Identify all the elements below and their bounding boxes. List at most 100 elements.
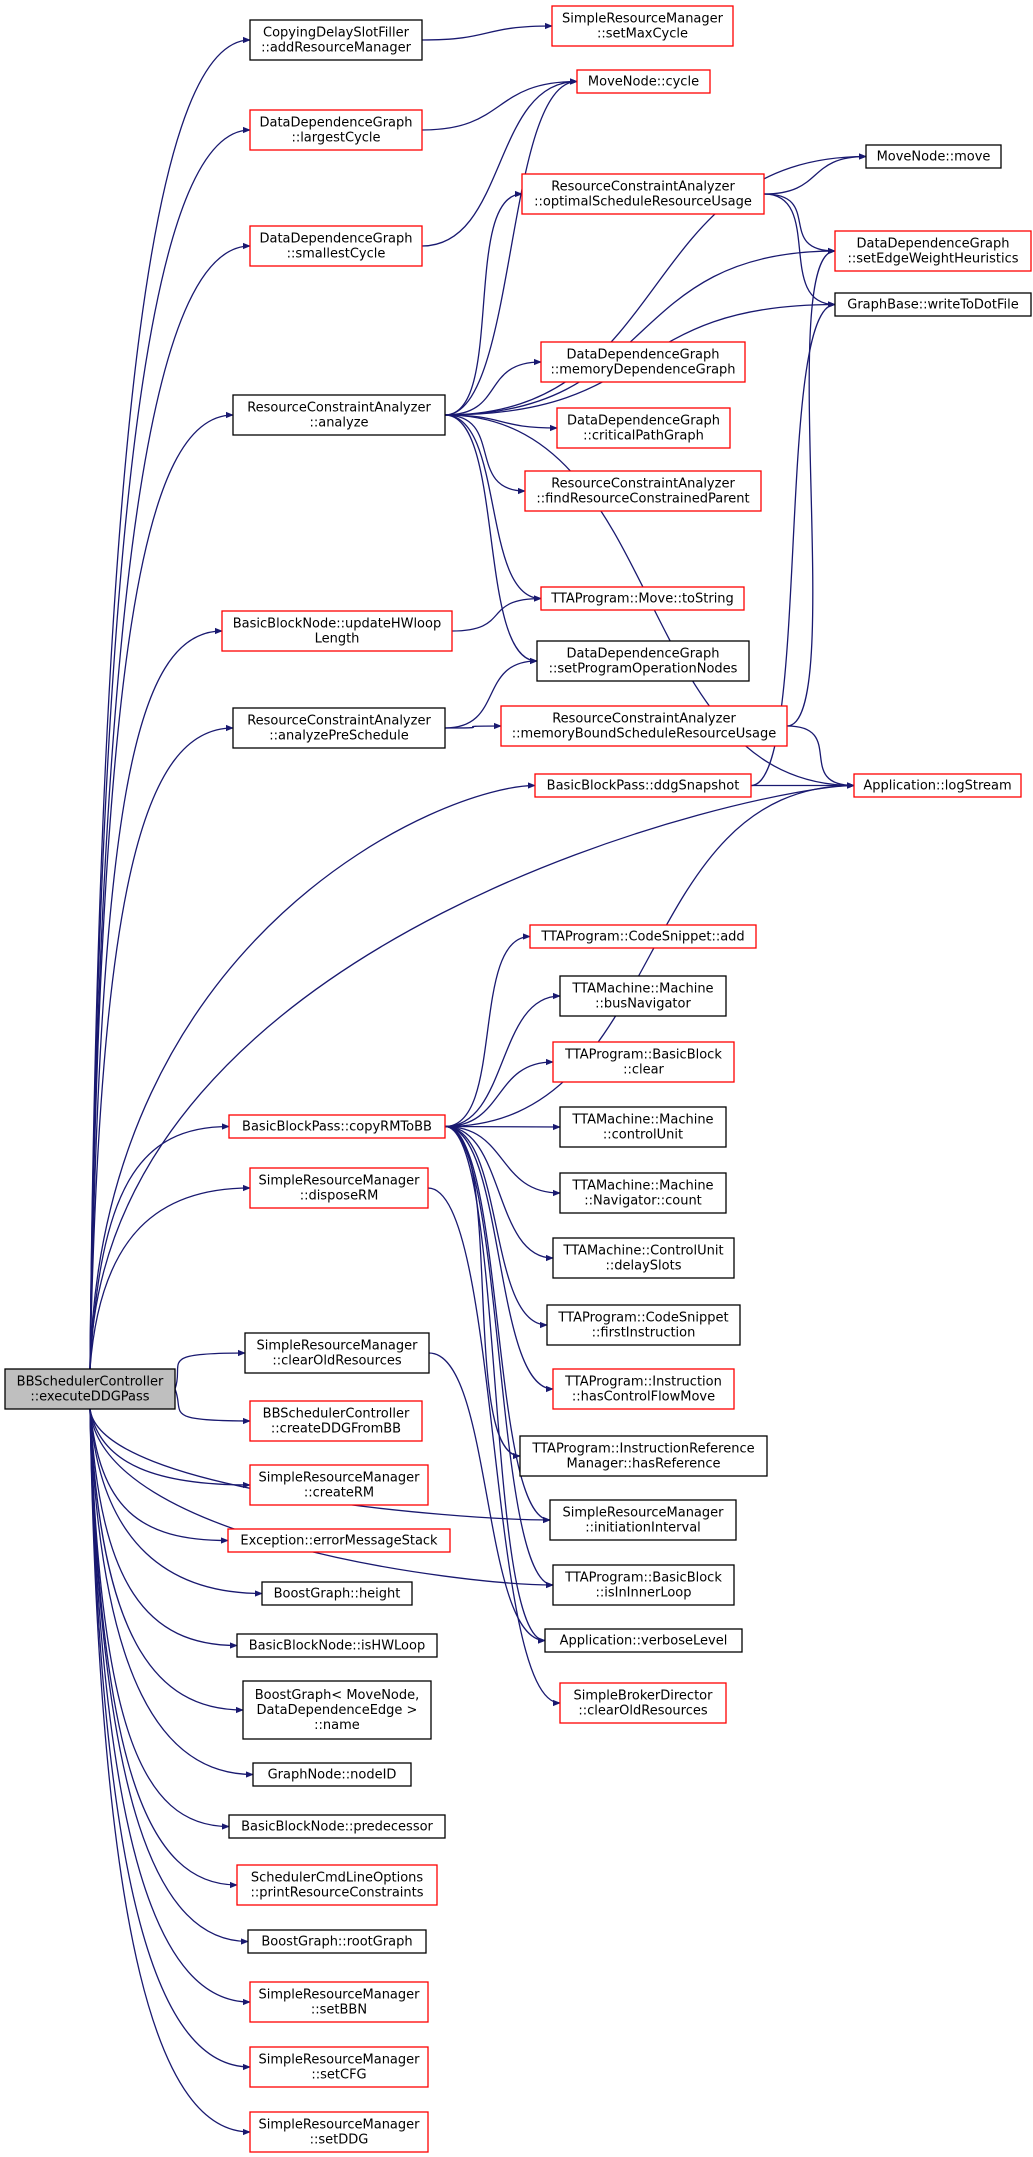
node-root[interactable]: BBSchedulerController::executeDDGPass — [4, 1368, 176, 1410]
node-bus-nav[interactable]: TTAMachine::Machine::busNavigator — [559, 975, 727, 1017]
node-label: ::optimalScheduleResourceUsage — [534, 195, 752, 210]
node-set-edge-weight[interactable]: DataDependenceGraph::setEdgeWeightHeuris… — [834, 230, 1032, 272]
node-bg-name[interactable]: BoostGraph< MoveNode,DataDependenceEdge … — [242, 1680, 432, 1740]
edge-path — [444, 1058, 554, 1128]
edge-path — [174, 1388, 251, 1425]
edge-path — [444, 782, 855, 1128]
node-largest-cycle[interactable]: DataDependenceGraph::largestCycle — [249, 109, 423, 151]
node-label: ::firstInstruction — [592, 1326, 696, 1341]
node-first-instr[interactable]: TTAProgram::CodeSnippet::firstInstructio… — [546, 1304, 741, 1346]
node-set-max-cycle[interactable]: SimpleResourceManager::setMaxCycle — [551, 5, 734, 47]
node-box — [228, 1114, 446, 1139]
node-label: DataDependenceGraph — [856, 237, 1009, 252]
edge-path — [89, 1408, 238, 1649]
edge-path — [444, 1125, 554, 1393]
node-has-ref[interactable]: TTAProgram::InstructionReferenceManager:… — [519, 1435, 768, 1477]
node-nav-count[interactable]: TTAMachine::Machine::Navigator::count — [559, 1172, 727, 1214]
node-box — [236, 1633, 438, 1658]
node-crit-path[interactable]: DataDependenceGraph::criticalPathGraph — [556, 407, 731, 449]
node-rca-analyze[interactable]: ResourceConstraintAnalyzer::analyze — [232, 394, 446, 436]
node-has-cfm[interactable]: TTAProgram::Instruction::hasControlFlowM… — [552, 1368, 735, 1410]
node-bb-clear[interactable]: TTAProgram::BasicBlock::clear — [552, 1041, 735, 1083]
node-label: SimpleBrokerDirector — [574, 1689, 714, 1704]
node-pred[interactable]: BasicBlockNode::predecessor — [228, 1814, 446, 1839]
node-label: BoostGraph::rootGraph — [261, 1935, 412, 1950]
node-print-rc[interactable]: SchedulerCmdLineOptions::printResourceCo… — [236, 1864, 438, 1906]
node-box — [559, 975, 727, 1017]
edge-path — [444, 78, 578, 416]
edge-path — [444, 247, 836, 416]
node-label: BBSchedulerController — [263, 1407, 410, 1422]
node-root-graph[interactable]: BoostGraph::rootGraph — [247, 1929, 427, 1954]
edge-path — [444, 722, 502, 730]
nodes-layer: BBSchedulerController::executeDDGPass Cop… — [4, 5, 1032, 2153]
node-label: TTAProgram::CodeSnippet — [557, 1311, 728, 1326]
node-box — [247, 1929, 427, 1954]
node-set-bbn[interactable]: SimpleResourceManager::setBBN — [249, 1981, 429, 2023]
node-mem-bound[interactable]: ResourceConstraintAnalyzer::memoryBoundS… — [500, 705, 788, 747]
node-delay-slots[interactable]: TTAMachine::ControlUnit::delaySlots — [552, 1237, 735, 1279]
node-verbose[interactable]: Application::verboseLevel — [544, 1628, 743, 1653]
node-box — [540, 586, 745, 611]
node-rca-pre[interactable]: ResourceConstraintAnalyzer::analyzePreSc… — [232, 707, 446, 749]
node-box — [232, 394, 446, 436]
edge-optimal-to-write-dot — [763, 193, 836, 308]
node-find-rc[interactable]: ResourceConstraintAnalyzer::findResource… — [524, 470, 762, 512]
node-box — [834, 292, 1032, 317]
node-label: Application::logStream — [863, 779, 1011, 794]
node-box — [249, 1400, 423, 1442]
node-box — [519, 1435, 768, 1477]
node-write-dot[interactable]: GraphBase::writeToDotFile — [834, 292, 1032, 317]
node-dispose-rm[interactable]: SimpleResourceManager::disposeRM — [249, 1167, 429, 1209]
node-label: ::createDDGFromBB — [271, 1422, 401, 1437]
node-set-ddg[interactable]: SimpleResourceManager::setDDG — [249, 2111, 429, 2153]
node-broker-clear[interactable]: SimpleBrokerDirector::clearOldResources — [559, 1682, 727, 1724]
edge-root-to-set-cfg — [89, 1408, 251, 2071]
node-label: ::memoryDependenceGraph — [550, 363, 735, 378]
edge-path — [444, 933, 531, 1128]
edge-path — [89, 36, 251, 1370]
node-node-id[interactable]: GraphNode::nodeID — [252, 1762, 412, 1787]
node-copy-delay[interactable]: CopyingDelaySlotFiller::addResourceManag… — [249, 19, 423, 61]
node-clear-old[interactable]: SimpleResourceManager::clearOldResources — [244, 1332, 430, 1374]
node-log-stream[interactable]: Application::logStream — [853, 773, 1022, 798]
edge-mem-bound-to-set-edge-weight — [786, 247, 836, 727]
edge-root-to-err-stack — [89, 1408, 229, 1544]
node-move-cycle[interactable]: MoveNode::cycle — [576, 69, 711, 94]
edge-root-to-clear-old — [174, 1349, 246, 1390]
node-init-int[interactable]: SimpleResourceManager::initiationInterva… — [549, 1499, 737, 1541]
node-box — [546, 1304, 741, 1346]
node-set-cfg[interactable]: SimpleResourceManager::setCFG — [249, 2046, 429, 2088]
node-optimal[interactable]: ResourceConstraintAnalyzer::optimalSched… — [521, 173, 765, 215]
node-err-stack[interactable]: Exception::errorMessageStack — [227, 1528, 451, 1553]
node-ddg-snap[interactable]: BasicBlockPass::ddgSnapshot — [534, 773, 752, 798]
node-smallest-cycle[interactable]: DataDependenceGraph::smallestCycle — [249, 225, 423, 267]
node-label: ResourceConstraintAnalyzer — [247, 401, 431, 416]
edge-root-to-node-id — [89, 1408, 254, 1778]
edge-copy-rm-to-verbose — [444, 1125, 546, 1644]
node-label: ResourceConstraintAnalyzer — [551, 477, 735, 492]
node-box — [249, 1464, 429, 1506]
node-set-prog-op[interactable]: DataDependenceGraph::setProgramOperation… — [536, 640, 750, 682]
node-label: CopyingDelaySlotFiller — [263, 26, 410, 41]
node-to-string[interactable]: TTAProgram::Move::toString — [540, 586, 745, 611]
node-create-rm[interactable]: SimpleResourceManager::createRM — [249, 1464, 429, 1506]
node-copy-rm[interactable]: BasicBlockPass::copyRMToBB — [228, 1114, 446, 1139]
edge-path — [89, 411, 234, 1370]
node-create-ddg[interactable]: BBSchedulerController::createDDGFromBB — [249, 1400, 423, 1442]
node-box — [227, 1528, 451, 1553]
node-mem-dep-graph[interactable]: DataDependenceGraph::memoryDependenceGra… — [540, 341, 746, 383]
edge-largest-cycle-to-move-cycle — [421, 78, 578, 131]
node-bg-height[interactable]: BoostGraph::height — [261, 1581, 413, 1606]
edge-path — [89, 724, 234, 1370]
node-cs-add[interactable]: TTAProgram::CodeSnippet::add — [529, 924, 757, 949]
node-is-hw[interactable]: BasicBlockNode::isHWLoop — [236, 1633, 438, 1658]
node-ctrl-unit[interactable]: TTAMachine::Machine::controlUnit — [559, 1106, 727, 1148]
node-is-inner[interactable]: TTAProgram::BasicBlock::isInInnerLoop — [552, 1564, 735, 1606]
node-label: ::criticalPathGraph — [583, 429, 704, 444]
edge-path — [444, 1125, 554, 1262]
node-move-move[interactable]: MoveNode::move — [865, 144, 1002, 169]
edge-path — [89, 1408, 249, 1945]
node-label: ::hasControlFlowMove — [572, 1390, 715, 1405]
